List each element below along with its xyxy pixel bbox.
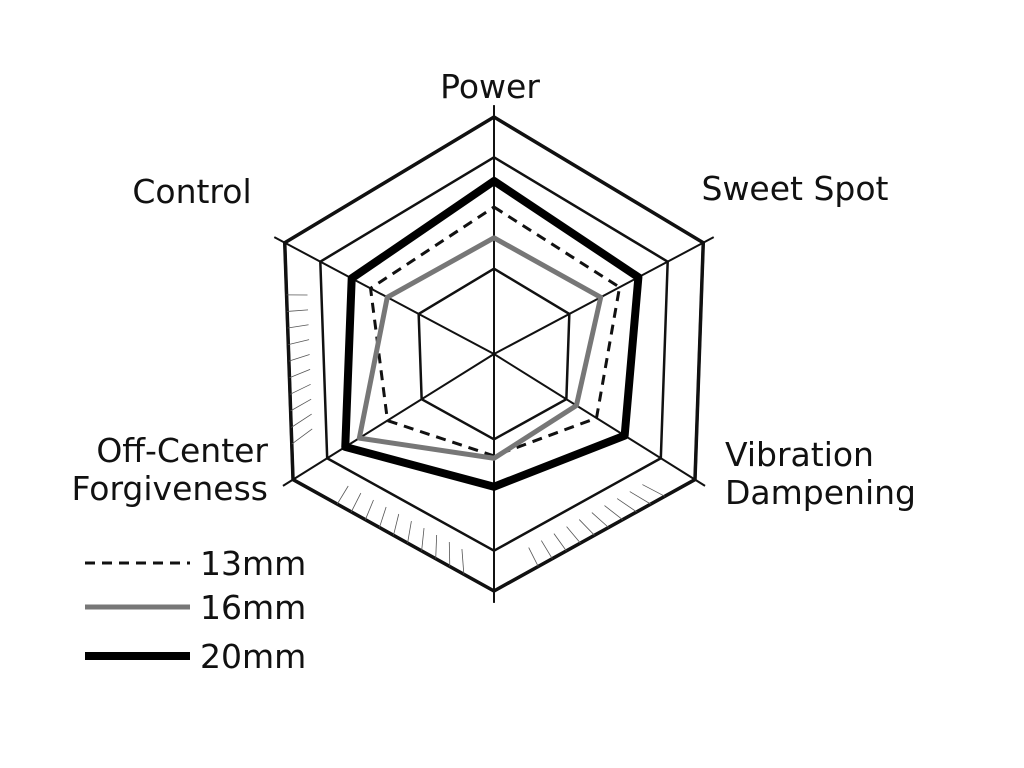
axis-label: Sweet Spot — [702, 169, 889, 208]
axis-label: Vibration — [725, 435, 874, 474]
shading-stroke — [379, 506, 387, 528]
shading-stroke — [421, 527, 425, 551]
axis-label: Power — [440, 67, 540, 106]
shading-stroke — [393, 513, 400, 536]
shading-stroke — [336, 485, 349, 505]
shading-stroke — [591, 512, 609, 528]
shading-stroke — [350, 492, 362, 513]
shading-stroke — [290, 398, 312, 412]
axis-line — [493, 236, 715, 355]
shading-stroke — [566, 526, 581, 544]
shading-stroke — [616, 498, 637, 513]
legend-label: 16mm — [200, 588, 306, 627]
shading-stroke — [540, 540, 553, 559]
shading-stroke — [461, 549, 465, 575]
shading-stroke — [528, 547, 539, 567]
axis-line — [273, 236, 495, 355]
shading-stroke — [578, 519, 595, 536]
axis-label: Dampening — [725, 473, 916, 512]
shading-stroke — [288, 354, 310, 362]
shading-stroke — [435, 535, 438, 559]
axis-label: Forgiveness — [71, 469, 268, 508]
shading-stroke — [289, 369, 311, 379]
series-16mm — [356, 235, 604, 461]
shading-stroke — [289, 383, 311, 395]
series-20mm — [341, 176, 643, 491]
shading-stroke — [364, 499, 374, 520]
shading-stroke — [642, 484, 666, 497]
shading-stroke — [287, 309, 309, 312]
shading-stroke — [287, 324, 309, 329]
shading-stroke — [604, 505, 623, 521]
shading-stroke — [291, 428, 313, 445]
shading-stroke — [288, 339, 310, 345]
shading-stroke — [629, 491, 651, 505]
legend-label: 20mm — [200, 637, 306, 676]
legend-label: 13mm — [200, 544, 306, 583]
axis-label: Control — [132, 172, 251, 211]
shading-stroke — [407, 520, 412, 544]
shading-stroke — [553, 533, 567, 552]
axis-label: Off-Center — [96, 431, 268, 470]
shading-stroke — [290, 413, 312, 428]
axis-line — [493, 353, 706, 487]
